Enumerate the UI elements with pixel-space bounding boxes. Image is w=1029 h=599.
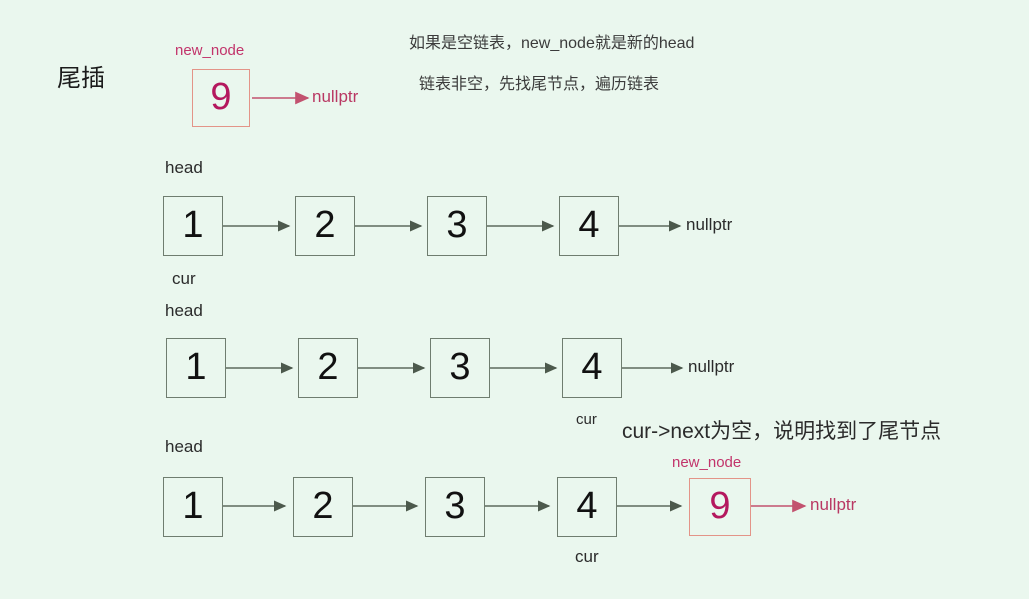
row3-node-1: 1 xyxy=(163,477,223,537)
row3-new-node-box: 9 xyxy=(689,478,751,536)
row1-nullptr: nullptr xyxy=(686,215,733,234)
row3-node-3: 3 xyxy=(425,477,485,537)
row1-cur-label: cur xyxy=(172,269,196,288)
row3-node-2: 2 xyxy=(293,477,353,537)
row2-head-label: head xyxy=(165,301,203,320)
top-new-node-nullptr: nullptr xyxy=(312,87,359,106)
row3-node-2-value: 2 xyxy=(312,485,334,527)
page-title: 尾插 xyxy=(57,65,105,92)
row1-node-1: 1 xyxy=(163,196,223,256)
row1-node-4-value: 4 xyxy=(578,204,600,246)
row2-node-1-value: 1 xyxy=(185,346,207,388)
row3-node-4: 4 xyxy=(557,477,617,537)
row2-node-3-value: 3 xyxy=(449,346,471,388)
row2-node-1: 1 xyxy=(166,338,226,398)
note-nonempty-list: 链表非空，先找尾节点，遍历链表 xyxy=(419,76,660,93)
row3-new-node-value: 9 xyxy=(709,485,731,527)
row2-node-2: 2 xyxy=(298,338,358,398)
row1-node-3: 3 xyxy=(427,196,487,256)
row1-node-4: 4 xyxy=(559,196,619,256)
row1-node-2: 2 xyxy=(295,196,355,256)
row2-nullptr: nullptr xyxy=(688,357,735,376)
row1-node-2-value: 2 xyxy=(314,204,336,246)
row3-cur-label: cur xyxy=(575,547,599,566)
top-new-node-label: new_node xyxy=(175,42,245,59)
row3-new-node-label: new_node xyxy=(672,454,742,471)
row3-nullptr: nullptr xyxy=(810,495,857,514)
row2-node-4: 4 xyxy=(562,338,622,398)
note-empty-list: 如果是空链表，new_node就是新的head xyxy=(409,35,695,52)
row1-head-label: head xyxy=(165,158,203,177)
row2-node-3: 3 xyxy=(430,338,490,398)
row2-cur-label: cur xyxy=(576,411,597,428)
top-new-node-value: 9 xyxy=(210,76,232,118)
row3-node-4-value: 4 xyxy=(576,485,598,527)
note-found-tail: cur->next为空，说明找到了尾节点 xyxy=(622,420,942,443)
row1-node-3-value: 3 xyxy=(446,204,468,246)
row1-node-1-value: 1 xyxy=(182,204,204,246)
row3-head-label: head xyxy=(165,437,203,456)
row3-node-3-value: 3 xyxy=(444,485,466,527)
top-new-node-box: 9 xyxy=(192,69,250,127)
row2-node-2-value: 2 xyxy=(317,346,339,388)
row2-node-4-value: 4 xyxy=(581,346,603,388)
row3-node-1-value: 1 xyxy=(182,485,204,527)
